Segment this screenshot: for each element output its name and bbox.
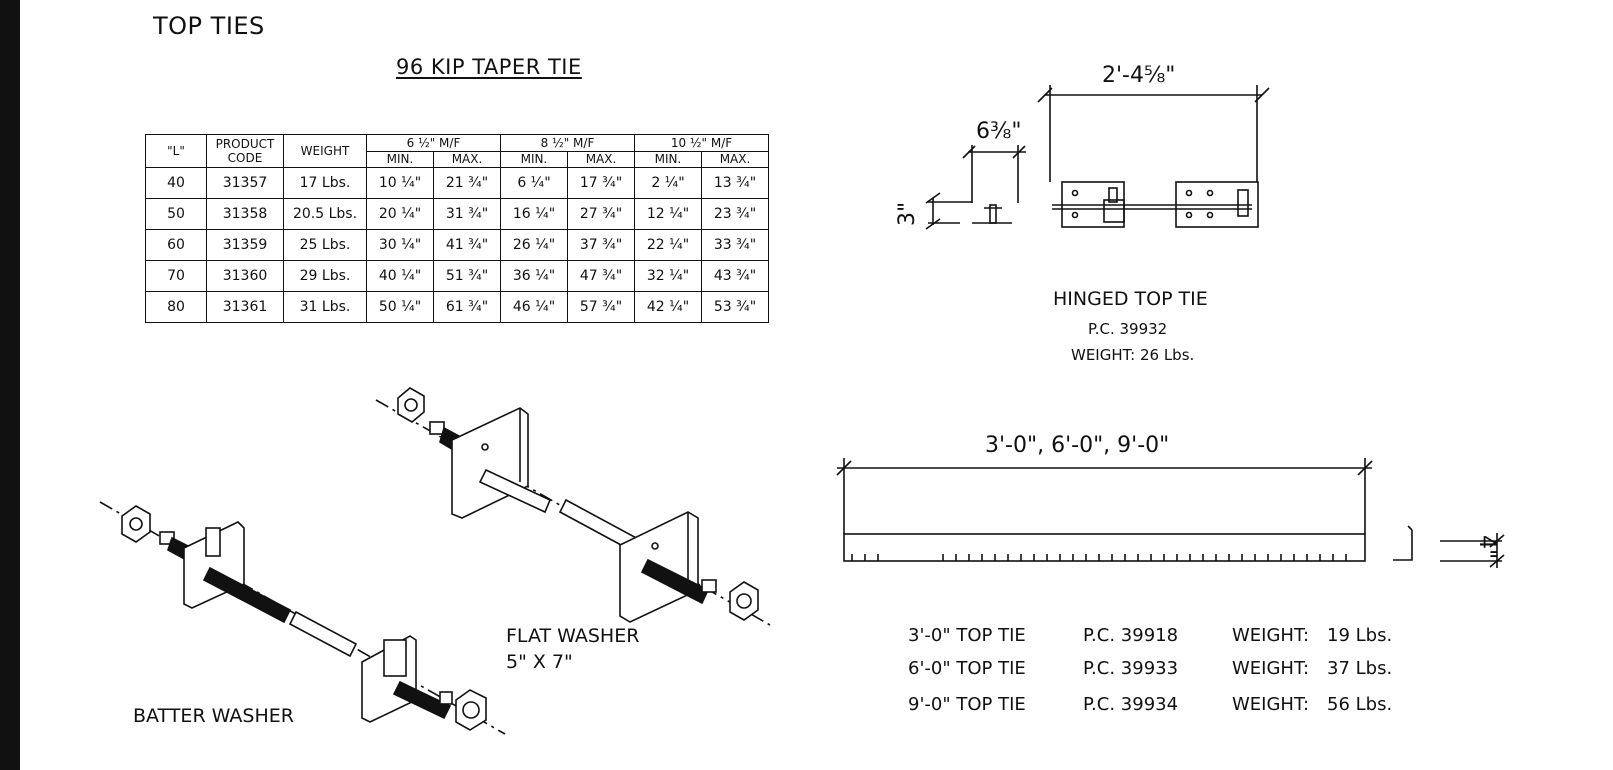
table-cell: 36 ¼": [500, 260, 568, 292]
table-cell: 53 ¾": [701, 291, 769, 323]
top-tie-6ft-weight: 37 Lbs.: [1327, 658, 1392, 679]
table-cell: 23 ¾": [701, 198, 769, 230]
top-tie-height-dimension: 4": [1474, 535, 1499, 559]
sub-header-min: MIN.: [634, 150, 702, 168]
table-cell: 50: [145, 198, 207, 230]
top-tie-6ft-pc: P.C. 39933: [1083, 658, 1178, 679]
top-tie-3ft-weight-label: WEIGHT:: [1232, 625, 1309, 646]
table-cell: 31361: [206, 291, 284, 323]
taper-tie-table: "L" PRODUCT CODE WEIGHT 6 ½" M/F 8 ½" M/…: [145, 134, 769, 323]
table-cell: 31 Lbs.: [283, 291, 367, 323]
batter-washer-label: BATTER WASHER: [133, 705, 294, 727]
hinged-height-dimension: 3": [895, 202, 920, 226]
hinged-tie-name: HINGED TOP TIE: [1053, 288, 1208, 310]
table-cell: 57 ¾": [567, 291, 635, 323]
hinged-top-tie-drawing: [925, 85, 1270, 230]
table-cell: 31360: [206, 260, 284, 292]
table-cell: 13 ¾": [701, 167, 769, 199]
table-cell: 46 ¼": [500, 291, 568, 323]
table-cell: 31358: [206, 198, 284, 230]
top-tie-6ft-name: 6'-0" TOP TIE: [908, 658, 1026, 679]
table-cell: 70: [145, 260, 207, 292]
table-cell: 16 ¼": [500, 198, 568, 230]
taper-tie-heading: 96 KIP TAPER TIE: [396, 55, 582, 79]
sub-header-min: MIN.: [500, 150, 568, 168]
flat-washer-tie-drawing: [375, 387, 771, 626]
table-cell: 17 ¾": [567, 167, 635, 199]
table-cell: 50 ¼": [366, 291, 434, 323]
top-tie-9ft-pc: P.C. 39934: [1083, 694, 1178, 715]
table-cell: 27 ¾": [567, 198, 635, 230]
col-header-l: "L": [145, 134, 207, 168]
table-cell: 21 ¾": [433, 167, 501, 199]
table-cell: 47 ¾": [567, 260, 635, 292]
table-cell: 32 ¼": [634, 260, 702, 292]
top-tie-3ft-pc: P.C. 39918: [1083, 625, 1178, 646]
hinged-overall-dimension: 2'-4⅝": [1102, 63, 1175, 88]
top-tie-list: 3'-0" TOP TIE P.C. 39918 WEIGHT: 19 Lbs.…: [908, 625, 1392, 715]
table-cell: 29 Lbs.: [283, 260, 367, 292]
page-title: TOP TIES: [153, 12, 265, 40]
table-cell: 17 Lbs.: [283, 167, 367, 199]
hinged-side-dimension: 6⅜": [976, 119, 1021, 144]
top-tie-3ft-weight: 19 Lbs.: [1327, 625, 1392, 646]
table-cell: 31357: [206, 167, 284, 199]
top-tie-3ft-name: 3'-0" TOP TIE: [908, 625, 1026, 646]
col-header-product-code: PRODUCT CODE: [206, 134, 284, 168]
table-cell: 26 ¼": [500, 229, 568, 261]
table-cell: 22 ¼": [634, 229, 702, 261]
top-tie-9ft-name: 9'-0" TOP TIE: [908, 694, 1026, 715]
col-header-10-half-mf: 10 ½" M/F: [634, 134, 769, 152]
table-cell: 43 ¾": [701, 260, 769, 292]
hinged-tie-pc: P.C. 39932: [1088, 320, 1167, 338]
left-border-bar: [0, 0, 20, 770]
flat-washer-size-label: 5" X 7": [506, 651, 573, 673]
table-cell: 42 ¼": [634, 291, 702, 323]
top-tie-9ft-weight-label: WEIGHT:: [1232, 694, 1309, 715]
table-cell: 12 ¼": [634, 198, 702, 230]
top-tie-9ft-weight: 56 Lbs.: [1327, 694, 1392, 715]
table-cell: 41 ¾": [433, 229, 501, 261]
table-cell: 20.5 Lbs.: [283, 198, 367, 230]
table-cell: 33 ¾": [701, 229, 769, 261]
batter-washer-tie-drawing: [99, 501, 506, 735]
table-cell: 6 ¼": [500, 167, 568, 199]
top-tie-length-dimension: 3'-0", 6'-0", 9'-0": [985, 433, 1169, 458]
table-cell: 61 ¾": [433, 291, 501, 323]
col-header-6-half-mf: 6 ½" M/F: [366, 134, 501, 152]
flat-washer-label: FLAT WASHER: [506, 625, 639, 647]
table-cell: 80: [145, 291, 207, 323]
top-tie-6ft-weight-label: WEIGHT:: [1232, 658, 1309, 679]
long-top-tie-drawing: [836, 458, 1505, 568]
hinged-tie-weight: WEIGHT: 26 Lbs.: [1071, 346, 1194, 364]
